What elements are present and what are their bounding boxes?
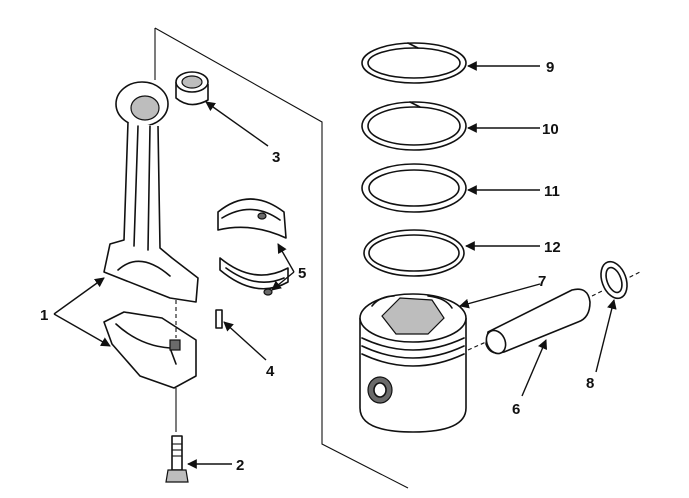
callout-2: 2 <box>236 457 244 474</box>
connecting-rod-cap <box>103 311 197 389</box>
leader-6 <box>521 339 548 397</box>
callout-12: 12 <box>544 239 561 256</box>
piston-ring-12 <box>363 229 465 277</box>
leader-8 <box>595 299 617 373</box>
pin-bushing <box>175 71 209 106</box>
callout-1: 1 <box>40 307 48 324</box>
callout-6: 6 <box>512 401 520 418</box>
snap-ring <box>600 260 628 300</box>
leader-1a <box>53 277 105 315</box>
callout-5: 5 <box>298 265 306 282</box>
rod-bolt <box>165 300 189 483</box>
callout-7: 7 <box>538 273 546 290</box>
piston-ring-11 <box>361 163 467 213</box>
callout-3: 3 <box>272 149 280 166</box>
leader-7 <box>459 283 541 309</box>
callout-9: 9 <box>546 59 554 76</box>
leader-4 <box>223 321 267 361</box>
dowel-pin <box>215 309 223 329</box>
piston-ring-10 <box>361 101 467 151</box>
leader-3 <box>205 101 269 147</box>
leader-5a <box>277 243 295 273</box>
callout-4: 4 <box>266 363 275 380</box>
piston <box>359 293 467 433</box>
piston-ring-9 <box>361 42 467 84</box>
assembly-boundary-line <box>154 27 409 489</box>
leader-1b <box>53 313 111 347</box>
callout-8: 8 <box>586 375 594 392</box>
bearing-shell-upper <box>217 198 287 239</box>
connecting-rod <box>103 81 199 303</box>
piston-pin <box>467 271 641 355</box>
leader-5b <box>271 271 295 291</box>
callout-11: 11 <box>544 183 560 200</box>
bearing-shell-lower <box>219 257 289 296</box>
callout-10: 10 <box>542 121 559 138</box>
